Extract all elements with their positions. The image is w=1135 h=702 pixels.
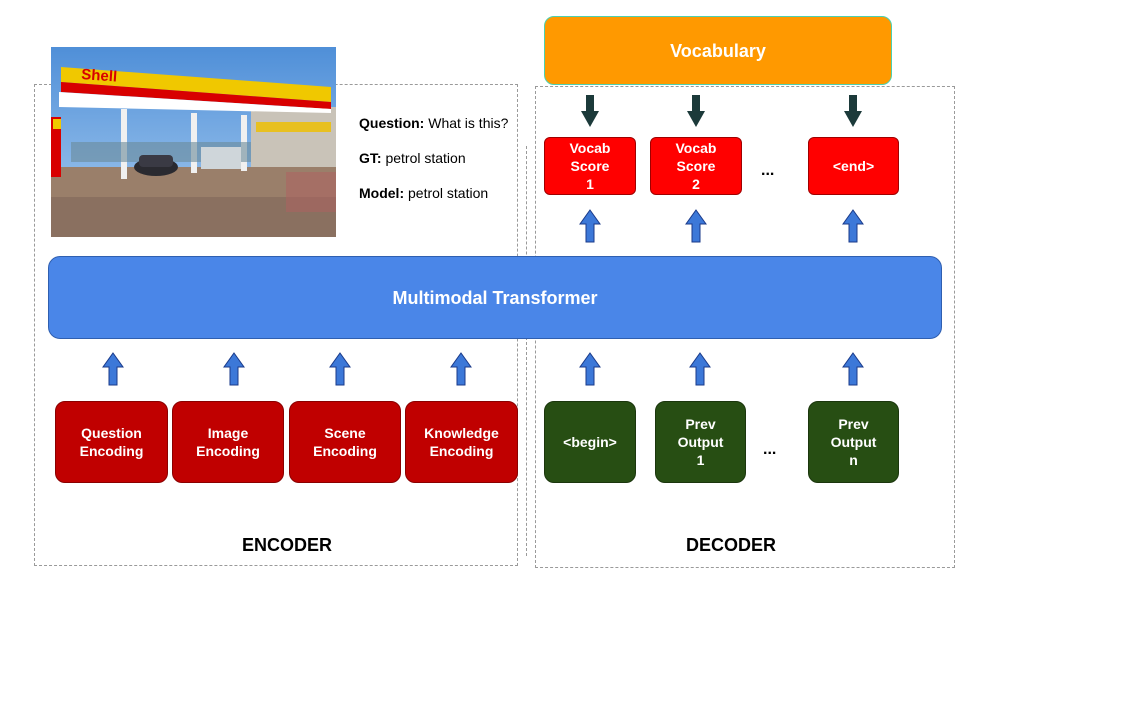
knowledge-encoding-box: Knowledge Encoding	[405, 401, 518, 483]
model-text: petrol station	[404, 185, 489, 201]
begin-token-box: <begin>	[544, 401, 636, 483]
question-line: Question: What is this?	[359, 115, 508, 131]
bottom-ellipsis: ...	[763, 441, 777, 458]
vocab-score-box-1: Vocab Score 1	[544, 137, 636, 195]
shell-logo-text: Shell	[81, 66, 118, 85]
encoder-label: ENCODER	[242, 535, 333, 555]
up-arrow-icon	[450, 352, 472, 386]
prev-output-1-box: Prev Output 1	[655, 401, 746, 483]
question-label: Question:	[359, 115, 425, 131]
divider-line	[526, 146, 527, 556]
vocabulary-box: Vocabulary	[544, 16, 892, 85]
gt-text: petrol station	[381, 150, 466, 166]
top-ellipsis: ...	[761, 162, 775, 179]
decoder-label: DECODER	[686, 535, 777, 555]
down-arrow-icon	[581, 95, 599, 127]
end-token-box: <end>	[808, 137, 899, 195]
question-encoding-box: Question Encoding	[55, 401, 168, 483]
up-arrow-icon	[842, 352, 864, 386]
scene-encoding-box: Scene Encoding	[289, 401, 401, 483]
model-label: Model:	[359, 185, 405, 201]
up-arrow-icon	[842, 209, 864, 243]
gt-label: GT:	[359, 150, 382, 166]
image-encoding-box: Image Encoding	[172, 401, 284, 483]
up-arrow-icon	[223, 352, 245, 386]
prev-output-n-box: Prev Output n	[808, 401, 899, 483]
down-arrow-icon	[844, 95, 862, 127]
gt-line: GT: petrol station	[359, 150, 466, 166]
down-arrow-icon	[687, 95, 705, 127]
vocab-score-box-2: Vocab Score 2	[650, 137, 742, 195]
up-arrow-icon	[579, 209, 601, 243]
question-text: What is this?	[424, 115, 509, 131]
up-arrow-icon	[102, 352, 124, 386]
multimodal-transformer-box: Multimodal Transformer	[48, 256, 942, 339]
up-arrow-icon	[329, 352, 351, 386]
petrol-station-photo: Shell	[51, 47, 336, 237]
up-arrow-icon	[685, 209, 707, 243]
up-arrow-icon	[579, 352, 601, 386]
up-arrow-icon	[689, 352, 711, 386]
model-line: Model: petrol station	[359, 185, 488, 201]
